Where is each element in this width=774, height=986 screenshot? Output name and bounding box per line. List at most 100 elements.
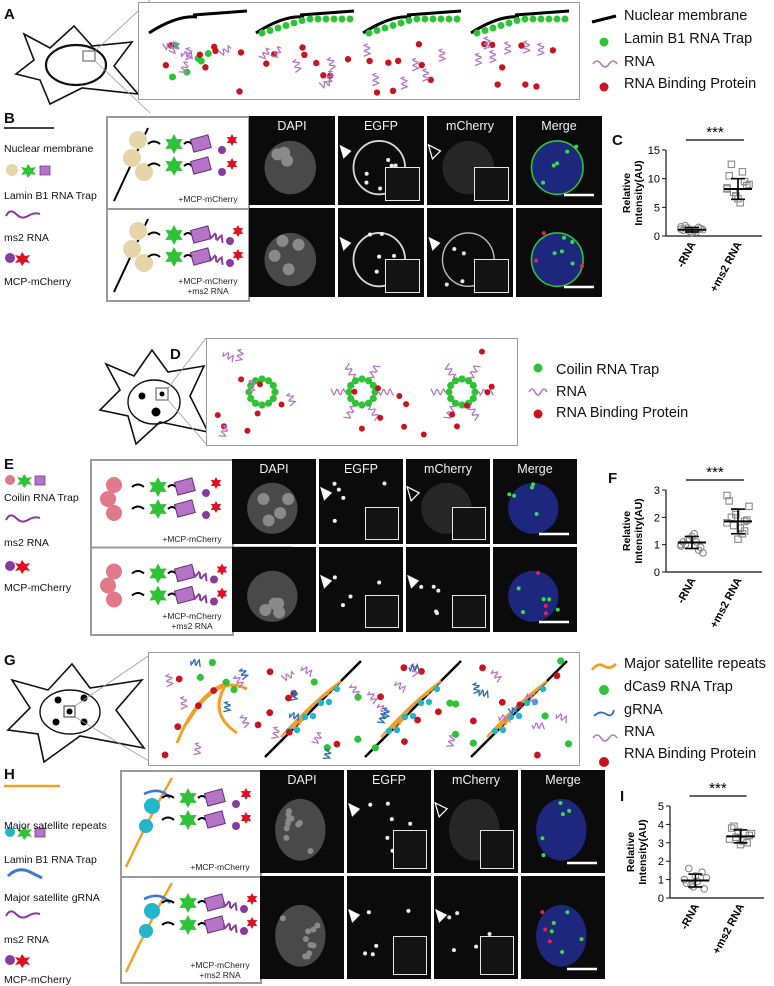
legend-a-rbp: RNA Binding Protein [624, 76, 757, 92]
data-point [698, 868, 706, 877]
legend-g-grna: gRNA [624, 702, 663, 718]
legend-d-rbp: RNA Binding Protein [556, 405, 689, 421]
x-tick-label: -RNA [675, 576, 699, 606]
schematic-box-a [138, 2, 580, 100]
micrograph-header-mcherry: mCherry [424, 462, 472, 476]
significance-stars: *** [709, 780, 727, 797]
legend-e-icons [5, 474, 46, 574]
legend-g-rna: RNA [624, 724, 655, 740]
zoom-inset [480, 935, 514, 975]
legend-h-gRNA: Major satellite gRNA [4, 892, 100, 904]
y-tick-label: 5 [658, 801, 664, 813]
condition-label-e1: +MCP-mCherry [162, 534, 222, 544]
legend-d-rna: RNA [556, 384, 587, 400]
micrograph-header-dapi: DAPI [277, 119, 307, 133]
data-point [723, 491, 731, 500]
legend-g-rbp: RNA Binding Protein [624, 746, 757, 762]
y-tick-label: 3 [654, 485, 660, 497]
data-point [745, 502, 753, 511]
y-tick-label: 4 [658, 819, 664, 831]
legend-h-major-satellite: Major satellite repeats [4, 820, 107, 832]
micrograph-mcherry-row1: mCherry [434, 770, 518, 873]
micrograph-egfp-row1: EGFP [338, 116, 424, 205]
data-point [738, 168, 747, 176]
y-tick-label: 3 [658, 838, 664, 850]
legend-b-mcp-mcherry: MCP-mCherry [4, 276, 72, 288]
zoom-inset [480, 829, 514, 869]
y-tick-label: 1 [658, 875, 664, 887]
micrograph-merge-row2 [493, 547, 577, 632]
micrograph-mcherry-row1: mCherry [427, 116, 513, 205]
condition-label-h1: +MCP-mCherry [190, 862, 250, 872]
x-tick-label: +ms2 RNA [708, 240, 745, 295]
condition-label-e2b: +ms2 RNA [171, 621, 213, 631]
data-point [684, 864, 693, 873]
zoom-inset [452, 507, 486, 540]
micrograph-dapi-row1: DAPI [249, 116, 335, 205]
y-tick-label: 0 [654, 231, 660, 243]
panel-letter-f: F [608, 470, 618, 487]
data-point [734, 535, 742, 543]
legend-b-lamin-trap: Lamin B1 RNA Trap [4, 190, 97, 202]
micrograph-header-egfp: EGFP [363, 119, 399, 133]
cell-schematic-d [98, 337, 210, 446]
micrograph-header-merge: Merge [545, 773, 581, 787]
micrograph-mcherry-row2 [406, 547, 490, 632]
micrograph-egfp-row2 [319, 547, 403, 632]
micrograph-mcherry-row2 [427, 208, 513, 297]
micrograph-header-merge: Merge [517, 462, 553, 476]
data-point [687, 881, 695, 889]
legend-a-lamin-trap: Lamin B1 RNA Trap [624, 31, 753, 47]
micrograph-dapi-row2 [249, 208, 335, 297]
micrograph-merge-row1: Merge [493, 459, 577, 544]
micrograph-merge-row2 [521, 876, 605, 979]
micrograph-egfp-row1: EGFP [319, 459, 403, 544]
data-point [727, 160, 736, 169]
micrograph-header-merge: Merge [541, 119, 577, 133]
x-tick-label: +ms2 RNA [708, 576, 745, 631]
panel-letter-i: I [620, 788, 625, 805]
data-point [727, 824, 736, 832]
schematic-box-b: +MCP-mCherry +MCP-mCherry +ms2 RNA [106, 116, 308, 302]
zoom-inset [393, 829, 427, 869]
panel-letter-c: C [612, 132, 623, 149]
zoom-inset [385, 258, 420, 293]
y-tick-label: 0 [658, 893, 664, 905]
legend-e-coilin-trap: Coilin RNA Trap [4, 492, 79, 504]
legend-b-ms2-rna: ms2 RNA [4, 232, 49, 244]
condition-label-b1: +MCP-mCherry [178, 194, 238, 204]
x-tick-label: -RNA [675, 240, 699, 270]
legend-g-dcas9-trap: dCas9 RNA Trap [624, 679, 733, 695]
micrograph-dapi-row2 [260, 876, 344, 979]
micrograph-mcherry-row1: mCherry [406, 459, 490, 544]
x-tick-label: -RNA [679, 902, 703, 932]
data-point [745, 180, 753, 189]
data-point [732, 510, 740, 519]
data-point [725, 497, 733, 505]
significance-stars: *** [706, 124, 724, 141]
zoom-inset [474, 166, 509, 201]
y-tick-label: 2 [658, 856, 664, 868]
panel-letter-g: G [4, 652, 16, 669]
schematic-box-g [148, 652, 580, 766]
panel-letter-d: D [170, 346, 181, 363]
data-point [743, 516, 751, 524]
zoom-inset [385, 166, 420, 201]
data-point [699, 549, 707, 557]
condition-label-h2b: +ms2 RNA [199, 970, 241, 980]
zoom-inset [474, 258, 509, 293]
y-tick-label: 15 [648, 145, 660, 157]
panel-letter-b: B [4, 110, 15, 127]
legend-a-rna: RNA [624, 54, 655, 70]
micrograph-dapi-row1: DAPI [232, 459, 316, 544]
zoom-inset [365, 595, 399, 628]
condition-label-b2b: +ms2 RNA [187, 286, 229, 296]
schematic-box-e: +MCP-mCherry +MCP-mCherry +ms2 RNA [90, 459, 292, 636]
panel-letter-a: A [4, 6, 15, 23]
legend-h-ms2-rna: ms2 RNA [4, 934, 49, 946]
